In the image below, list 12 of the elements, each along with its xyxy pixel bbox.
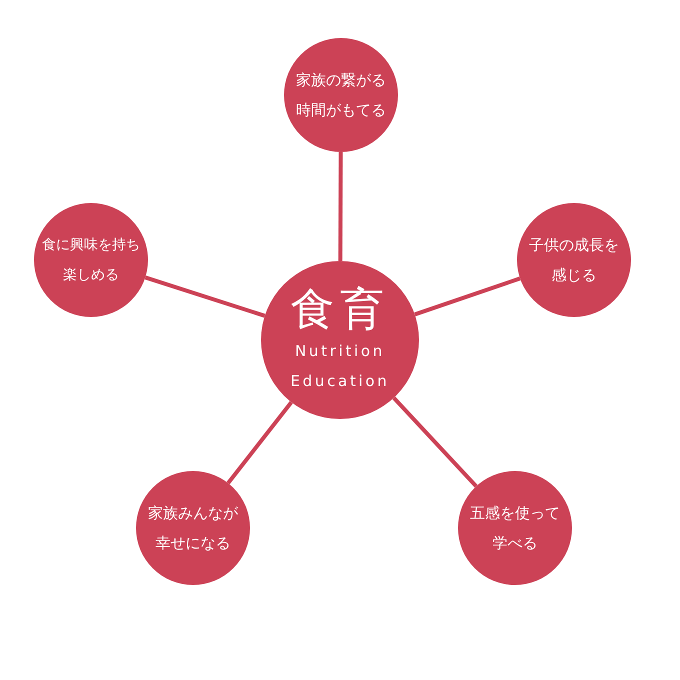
connector-line xyxy=(414,276,521,316)
topic-text: 家族みんなが幸せになる xyxy=(147,503,239,554)
topic-text: 食に興味を持ち楽しめる xyxy=(41,236,141,285)
main-title: 食育 xyxy=(290,284,390,336)
topic-text: 子供の成長を感じる xyxy=(528,235,620,286)
topic-text: 五感を使って学べる xyxy=(469,503,561,554)
subtitle: Nutrition Education xyxy=(290,341,390,392)
connector-line xyxy=(144,276,266,318)
connector-line xyxy=(392,396,478,488)
connector-line xyxy=(226,401,293,484)
connector-line xyxy=(338,152,343,262)
topic-text: 家族の繋がる時間がもてる xyxy=(295,70,387,121)
